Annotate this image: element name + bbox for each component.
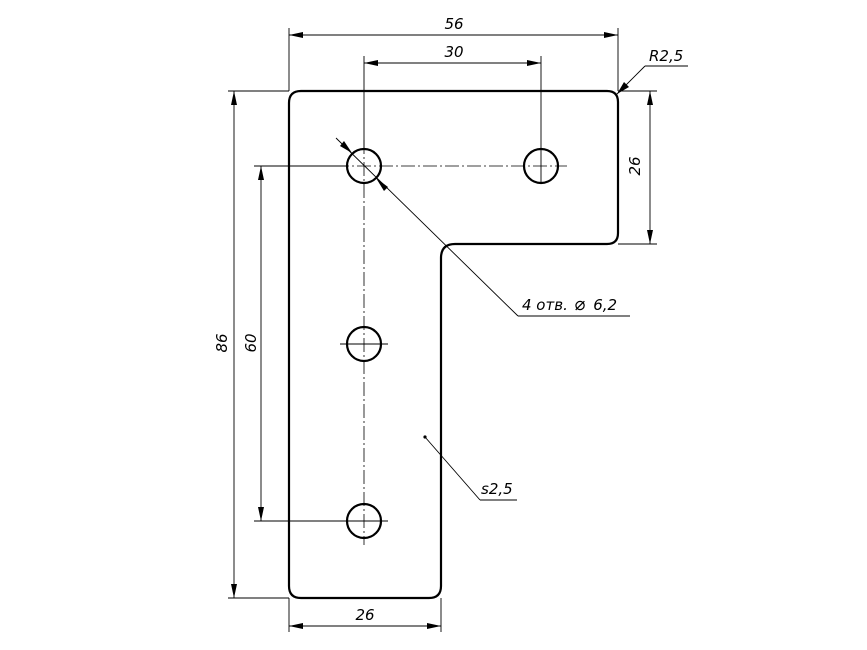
diameter-symbol: ⌀ [575, 294, 586, 315]
thickness-callout: s2,5 [423, 435, 517, 501]
thickness-text: s2,5 [481, 480, 513, 498]
dim-text-60: 60 [242, 333, 260, 352]
hole-callout-text: 4 отв. ⌀ 6,2 [522, 294, 617, 315]
dim-text-30: 30 [444, 43, 463, 61]
dim-bottom-leg-width: 26 [288, 598, 442, 632]
hole-callout-count: 4 отв. [522, 296, 568, 314]
dim-top-arm-height: 26 [618, 90, 657, 245]
dim-text-56: 56 [444, 15, 463, 33]
dim-text-26-bottom: 26 [355, 606, 374, 624]
center-lines [335, 140, 567, 545]
dim-text-r25: R2,5 [649, 47, 683, 65]
dim-text-86: 86 [213, 333, 231, 352]
dim-corner-radius: R2,5 [616, 47, 688, 95]
dim-hole-spacing-vertical: 60 [242, 165, 348, 522]
dim-overall-height: 86 [213, 90, 289, 599]
hole-diameter-value: 6,2 [593, 296, 617, 314]
part-outline [287, 89, 620, 600]
dim-text-26-right: 26 [626, 156, 644, 175]
dim-hole-spacing-horizontal: 30 [363, 43, 542, 150]
dim-overall-width: 56 [288, 15, 619, 91]
hole-callout: 4 отв. ⌀ 6,2 [335, 137, 630, 317]
